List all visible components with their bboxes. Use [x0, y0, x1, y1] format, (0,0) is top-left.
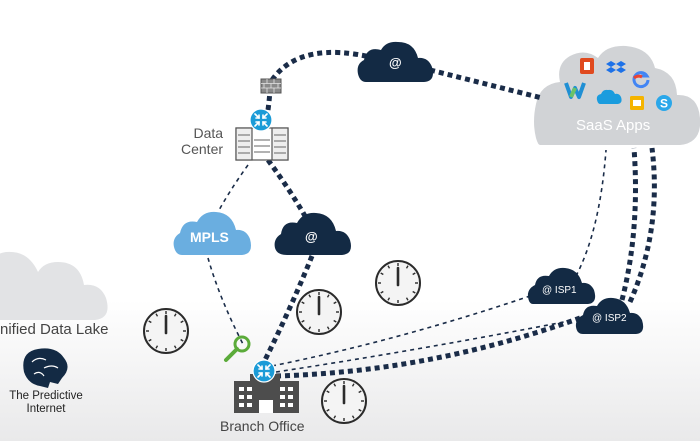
isp1-cloud	[527, 267, 596, 304]
link-branch-isp2	[275, 315, 581, 379]
webex-icon	[564, 82, 586, 99]
isp2-label: @ ISP2	[592, 313, 627, 324]
firewall-icon	[260, 78, 282, 94]
mpls-label: MPLS	[190, 229, 229, 245]
clock-icon-2	[295, 288, 343, 336]
link-dc-mpls	[217, 164, 249, 213]
predictive-internet-brain-icon	[23, 348, 68, 388]
data-lake-cloud	[0, 251, 108, 320]
isp1-label: @ ISP1	[542, 285, 577, 296]
thin-links	[207, 149, 607, 373]
link-dc-internet-mid	[265, 158, 308, 218]
internet-top-label: @	[389, 55, 402, 70]
internet-cloud-top	[357, 41, 433, 82]
clock-icon-1	[142, 307, 190, 355]
magnifier-icon	[224, 335, 251, 362]
svg-text:S: S	[660, 97, 668, 111]
link-isp2-saas-b	[627, 147, 657, 304]
link-mpls-branch	[207, 257, 245, 347]
salesforce-icon	[596, 89, 622, 104]
mpls-cloud	[173, 211, 251, 255]
skype-icon: S	[656, 95, 672, 111]
internet-cloud-mid	[274, 212, 351, 255]
link-isp1-saas	[575, 149, 607, 277]
link-internet-top-saas	[429, 67, 543, 101]
data-center-label: Data Center	[181, 125, 224, 157]
office-icon	[580, 58, 594, 74]
data-lake-label: nified Data Lake	[0, 321, 109, 338]
clock-icon-3	[374, 259, 422, 307]
dropbox-icon	[606, 61, 626, 73]
saas-apps-label: SaaS Apps	[576, 117, 651, 134]
isp2-cloud	[575, 297, 644, 334]
thick-links	[262, 49, 657, 379]
link-fw-internet-top	[269, 49, 376, 82]
branch-office-label: Branch Office	[220, 418, 305, 434]
branch-router-icon	[252, 359, 276, 383]
link-branch-isp1	[271, 295, 531, 367]
data-center-servers-icon	[235, 127, 289, 161]
predictive-internet-label: The Predictive Internet	[9, 390, 83, 415]
dc-router-icon	[249, 108, 273, 132]
link-isp2-saas-a	[619, 147, 638, 301]
internet-mid-label: @	[305, 229, 318, 244]
clock-icon-4	[320, 377, 368, 425]
link-internet-mid-branch	[262, 255, 315, 362]
slides-icon	[630, 96, 644, 110]
google-icon	[632, 71, 650, 89]
